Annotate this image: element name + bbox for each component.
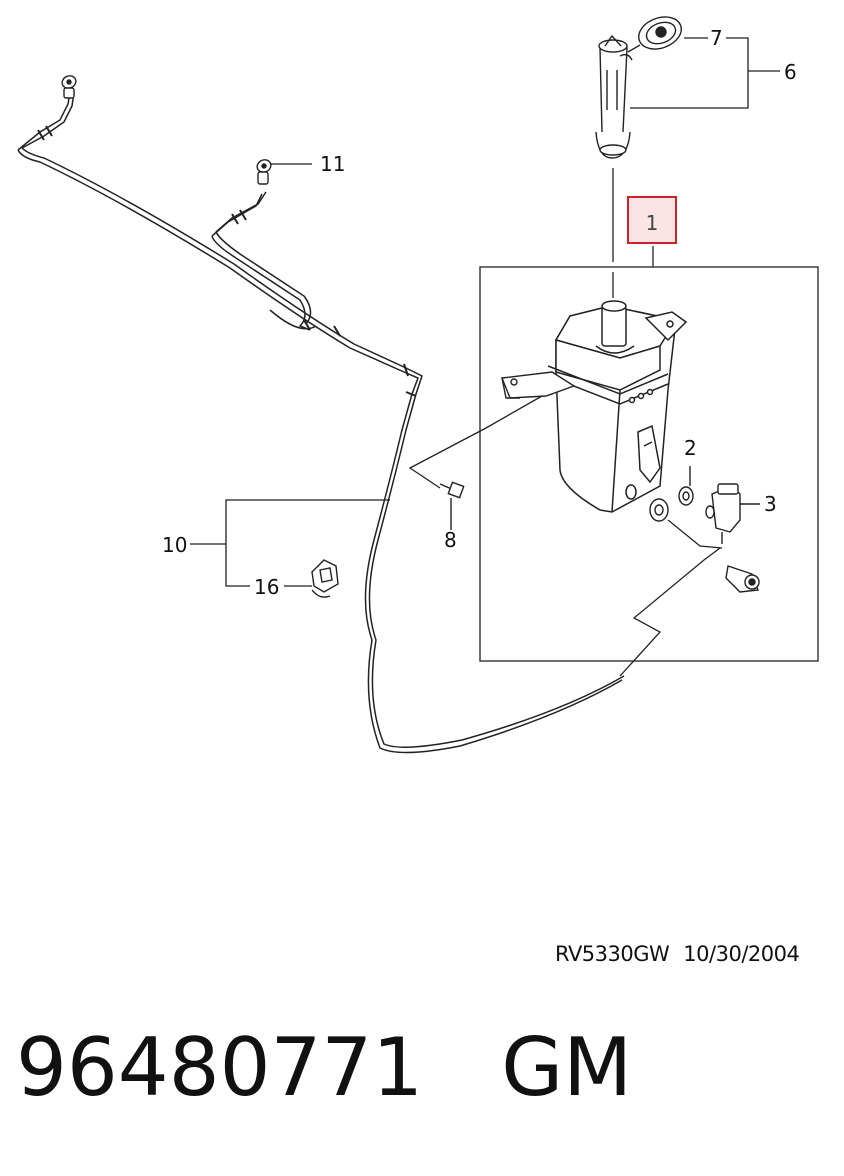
drawing-date: 10/30/2004 [683, 942, 800, 966]
part-number: 96480771 [16, 1021, 424, 1114]
callout-8: 8 [444, 528, 457, 552]
callout-11: 11 [320, 152, 346, 176]
hose-joints [37, 125, 417, 397]
washer-nozzle-right [256, 159, 272, 185]
callout-2: 2 [684, 436, 697, 460]
seal-ring [649, 498, 669, 522]
pump-connector [725, 565, 760, 593]
callout-6: 6 [784, 60, 797, 84]
grommet [678, 466, 694, 506]
washer-hose [17, 91, 625, 754]
mounting-bracket [501, 371, 576, 399]
callout-10: 10 [162, 533, 188, 557]
callout-7: 7 [710, 26, 723, 50]
filler-neck [595, 34, 633, 159]
filler-cap [627, 16, 683, 53]
washer-reservoir [547, 300, 688, 513]
washer-nozzle-left [61, 75, 77, 99]
reservoir-group-frame [479, 266, 819, 662]
brand-name: GM [501, 1021, 633, 1114]
callout-6-7-bracket [630, 37, 780, 109]
washer-pump [705, 483, 760, 544]
drawing-reference: RV5330GW 10/30/2004 [555, 942, 800, 966]
drawing-code: RV5330GW [555, 942, 670, 966]
bolt-leader [408, 395, 543, 489]
callout-16: 16 [254, 575, 280, 599]
hose-clip [311, 559, 339, 598]
bolt [439, 481, 465, 530]
callout-3: 3 [764, 492, 777, 516]
pump-leaders [619, 519, 723, 677]
part-1-highlight[interactable]: 1 [627, 196, 677, 244]
callout-1: 1 [645, 211, 659, 235]
callout-10-16-bracket [190, 499, 390, 587]
